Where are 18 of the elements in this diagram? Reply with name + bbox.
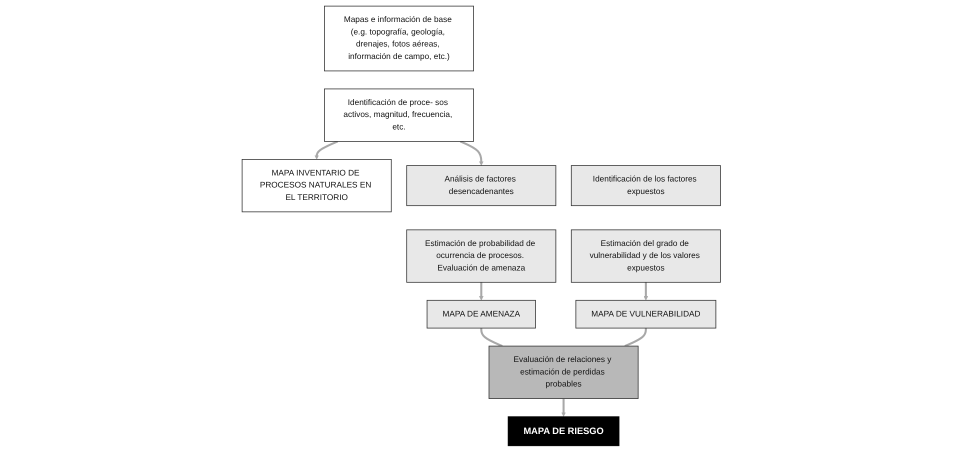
node-box: Estimación de probabilidad de ocurrencia de procesos. Evaluación de amenaza — [406, 229, 556, 283]
node-box: MAPA INVENTARIO DE PROCESOS NATURALES EN EL TERRITORIO — [241, 159, 392, 212]
node-box: Análisis de factores desencadenantes — [406, 165, 556, 206]
arrow — [478, 282, 484, 301]
arrow — [460, 140, 484, 166]
node-box: Evaluación de relaciones y estimación de perdidas probables — [488, 346, 638, 399]
connector — [480, 328, 502, 348]
connector — [624, 328, 647, 348]
node-box: Estimación del grado de vulnerabilidad y de los valores expuestos — [570, 229, 721, 283]
node-box: MAPA DE AMENAZA — [426, 300, 536, 328]
node-box: MAPA DE VULNERABILIDAD — [575, 300, 716, 328]
arrow — [643, 282, 648, 301]
node-box: Mapas e información de base (e.g. topografía, geología, drenajes, fotos aéreas, información de campo, etc.) — [324, 6, 474, 72]
arrow — [561, 398, 566, 417]
node-box: Identificación de proce- sos activos, magnitud, frecuencia, etc. — [324, 88, 474, 142]
arrow — [314, 140, 338, 160]
node-box: MAPA DE RIESGO — [507, 416, 620, 446]
node-box: Identificación de los factores expuestos — [570, 165, 721, 206]
